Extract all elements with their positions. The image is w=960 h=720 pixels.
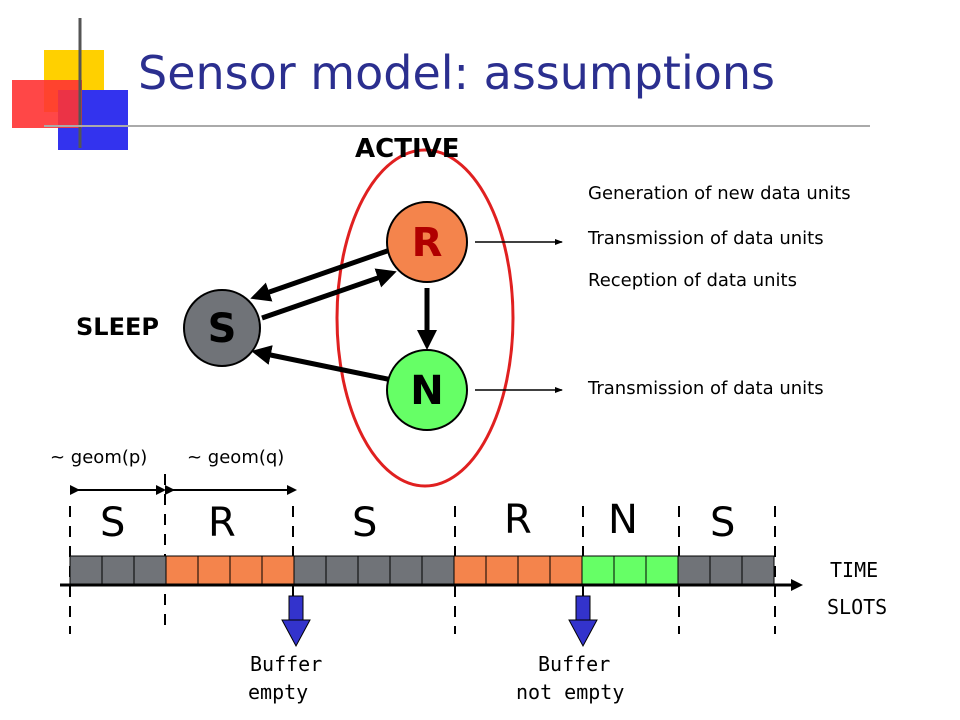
segment-label-s1: S <box>100 500 126 546</box>
buffer-empty-label-1: Buffer <box>250 652 323 676</box>
time-slot-r <box>453 555 487 587</box>
time-slot-r <box>165 555 199 587</box>
segment-label-r2: R <box>504 497 532 543</box>
time-slot-s <box>69 555 103 587</box>
logo-red-square <box>12 80 82 128</box>
buffer-empty-label-2: empty <box>248 680 309 704</box>
n-description-1: Transmission of data units <box>588 378 824 399</box>
active-state-ellipse <box>335 148 515 488</box>
node-s-label: S <box>208 306 237 352</box>
buffer-not-empty-label-2: not empty <box>516 680 625 704</box>
time-slot-n <box>645 555 679 587</box>
slide-logo <box>12 18 870 150</box>
segment-label-r1: R <box>208 500 236 546</box>
time-slot-n <box>613 555 647 587</box>
time-slot-s <box>741 555 775 587</box>
time-slot-s <box>421 555 455 587</box>
time-slot-r <box>261 555 295 587</box>
node-r <box>386 201 468 283</box>
segment-label-s3: S <box>710 500 736 546</box>
active-label: ACTIVE <box>355 134 460 164</box>
time-slot-r <box>517 555 551 587</box>
time-slot-s <box>357 555 391 587</box>
r-description-3: Reception of data units <box>588 270 797 291</box>
r-description-2: Transmission of data units <box>588 228 824 249</box>
slide-title: Sensor model: assumptions <box>138 46 776 100</box>
time-label: TIME <box>830 558 879 582</box>
time-slot-s <box>389 555 423 587</box>
time-slot-r <box>197 555 231 587</box>
buffer-not-empty-arrow <box>568 595 598 648</box>
time-slot-s <box>325 555 359 587</box>
node-n-label: N <box>410 368 443 414</box>
sleep-label: SLEEP <box>76 313 159 341</box>
time-slot-r <box>229 555 263 587</box>
time-slot-r <box>485 555 519 587</box>
r-description-1: Generation of new data units <box>588 183 851 204</box>
time-slot-r <box>549 555 583 587</box>
arrow-r-to-s <box>250 247 391 302</box>
segment-label-s2: S <box>352 500 378 546</box>
arrow-s-to-r <box>261 268 397 321</box>
time-slot-s <box>709 555 743 587</box>
time-slot-s <box>677 555 711 587</box>
buffer-empty-arrow <box>281 595 311 648</box>
slots-label: SLOTS <box>827 595 888 619</box>
node-s <box>183 289 261 367</box>
buffer-not-empty-label-1: Buffer <box>538 652 611 676</box>
node-n <box>386 349 468 431</box>
segment-label-n: N <box>608 497 638 543</box>
geom-p-label: ~ geom(p) <box>50 447 148 468</box>
node-r-label: R <box>412 220 443 266</box>
time-slot-n <box>581 555 615 587</box>
arrow-n-to-s <box>251 345 393 383</box>
time-slot-s <box>133 555 167 587</box>
time-slot-s <box>101 555 135 587</box>
time-slots <box>69 555 775 587</box>
time-slot-s <box>293 555 327 587</box>
geom-q-label: ~ geom(q) <box>187 447 285 468</box>
